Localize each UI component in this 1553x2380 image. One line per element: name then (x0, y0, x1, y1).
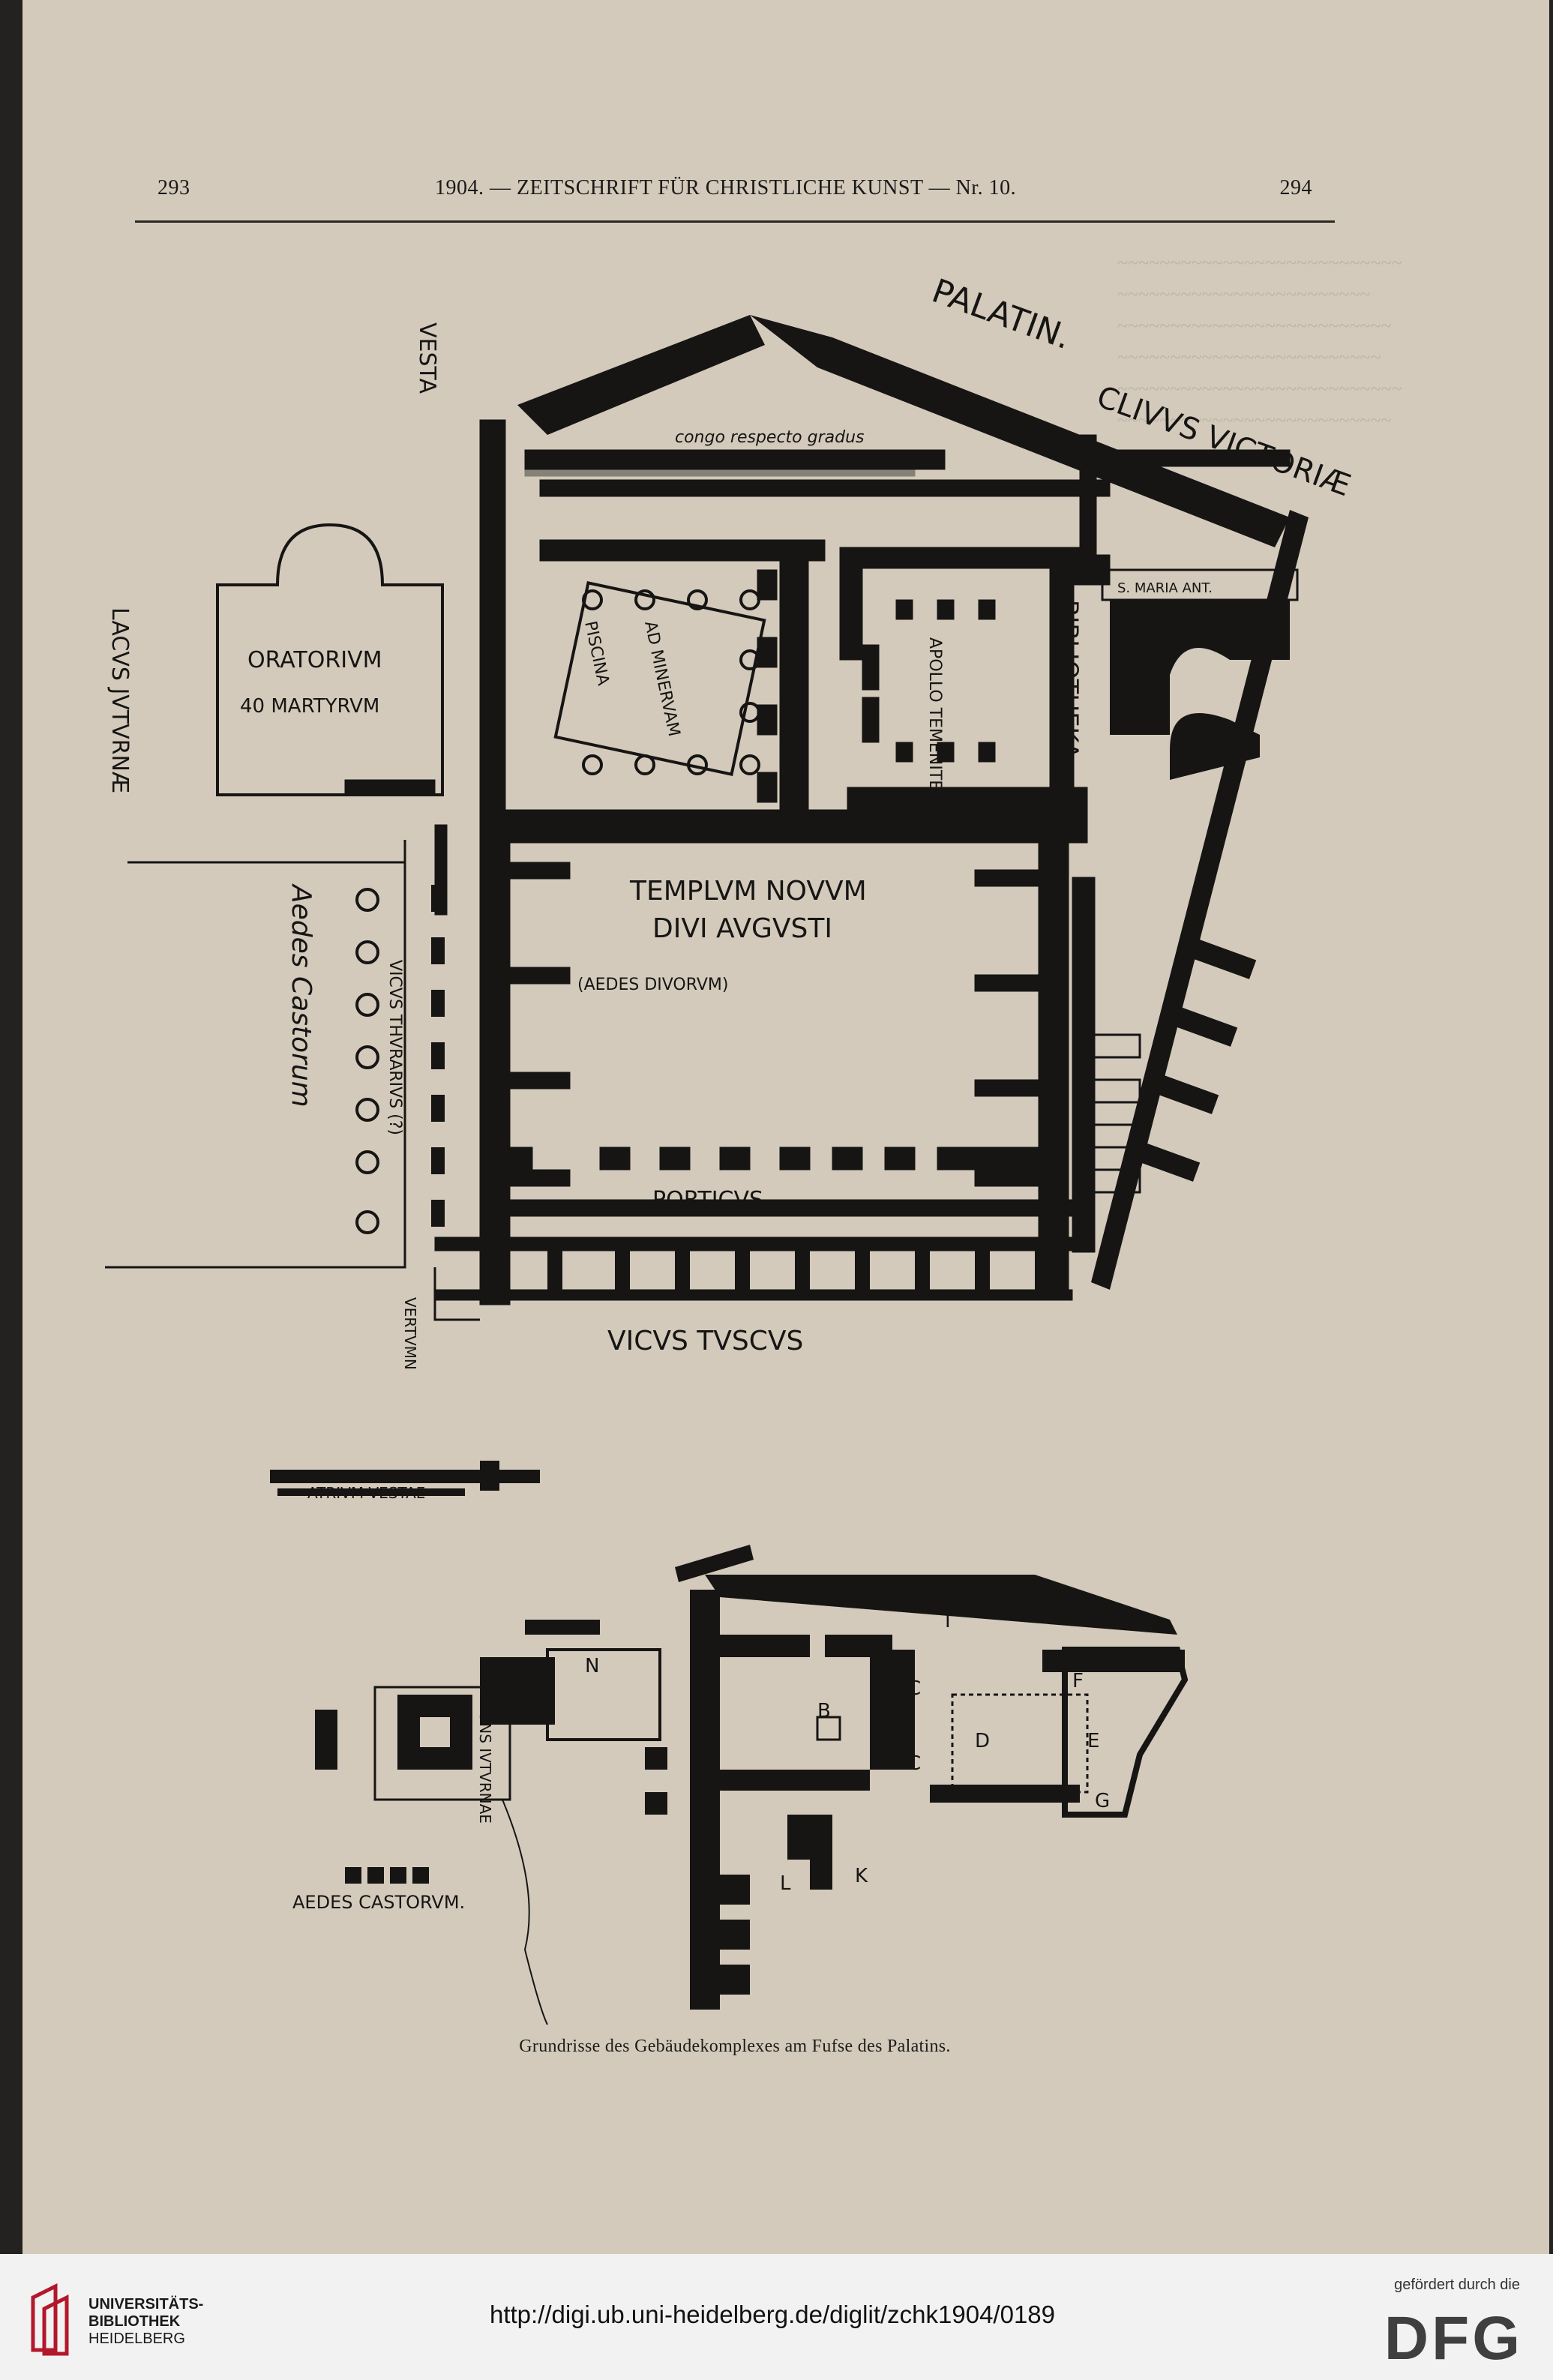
svg-text:N: N (585, 1655, 599, 1677)
label-congo-gradus: congo respecto gradus (675, 428, 865, 447)
label-fons-iuturnae: FONS IVTVRNAE (476, 1702, 494, 1824)
svg-text:D: D (975, 1730, 990, 1752)
label-divi-augusti: DIVI AVGVSTI (652, 913, 832, 944)
bleed-through-text-right: ~~~~~~~~~~~~~~~~~~~~~~~~~~~ ~~~~~~~~~~~~… (1117, 252, 1402, 431)
label-apollo: APOLLO TEMENITES (925, 637, 944, 801)
page-number-right: 294 (1279, 176, 1312, 199)
label-templum-novum: TEMPLVM NOVVM (629, 876, 867, 907)
svg-text:H: H (975, 1587, 990, 1610)
institution-line-1: UNIVERSITÄTS- (88, 2296, 204, 2313)
svg-text:M: M (735, 1917, 751, 1940)
figure-caption: Grundrisse des Gebäudekomplexes am Fufse… (519, 2037, 951, 2056)
label-40-martyrum: 40 MARTYRVM (240, 695, 379, 718)
label-s-maria: S. MARIA ANT. (1117, 580, 1213, 596)
label-porticus: PORTICVS. (652, 1187, 771, 1213)
svg-text:C: C (907, 1677, 921, 1700)
label-minervam: AD MINERVAM (640, 619, 683, 738)
label-aedes-castorum-2: AEDES CASTORVM. (292, 1892, 465, 1913)
university-library-logo (31, 2283, 69, 2356)
label-vesta: VESTA (414, 322, 440, 394)
label-vicus-thurarius: VICVS THVRARIVS (?) (385, 960, 404, 1135)
palatine-floor-plan: PALATIN. CLIVVS VICTORIÆ VESTA congo res… (105, 271, 1355, 2025)
svg-text:G: G (1095, 1790, 1110, 1812)
running-head: 293 1904. — ZEITSCHRIFT FÜR CHRISTLICHE … (135, 176, 1335, 218)
label-vertumnus: VERTVMN (401, 1297, 419, 1370)
institution-line-2: BIBLIOTHEK (88, 2313, 181, 2330)
label-piscina: PISCINA (580, 619, 613, 687)
permalink-url[interactable]: http://digi.ub.uni-heidelberg.de/diglit/… (489, 2301, 1056, 2328)
label-aedes-castorum: Aedes Castorum (286, 883, 316, 1108)
label-atrium-vestae: ATRIVM VESTAE (307, 1484, 425, 1502)
header-rule (135, 220, 1335, 223)
label-bibliotheka: BIBLIOTHEKA (1055, 600, 1084, 759)
university-library-name: UNIVERSITÄTS- BIBLIOTHEK HEIDELBERG (88, 2296, 203, 2348)
label-aedes-divorum: (AEDES DIVORVM) (577, 976, 728, 994)
label-lacus-juturnae: LACVS JVTVRNÆ (106, 607, 133, 793)
svg-text:E: E (1087, 1730, 1099, 1752)
institution-line-3: HEIDELBERG (88, 2331, 185, 2347)
svg-text:C: C (907, 1752, 921, 1775)
label-oratorium: ORATORIVM (247, 647, 382, 673)
funder-text: gefördert durch die (1394, 2277, 1520, 2293)
svg-text:F: F (1072, 1670, 1084, 1692)
label-palatin: PALATIN. (927, 271, 1076, 357)
svg-text:B: B (817, 1700, 831, 1722)
dfg-logo: DFG (1384, 2304, 1523, 2373)
svg-text:L: L (780, 1872, 791, 1895)
svg-text:K: K (855, 1865, 868, 1887)
label-vicus-tuscus: VICVS TVSCVS (607, 1326, 803, 1356)
scanned-page: ~~~~~~~~~~~~~~~~~~~~~~~~~~~ ~~~~~~~~~~~~… (22, 0, 1549, 2254)
page-number-left: 293 (157, 176, 190, 199)
digitization-footer: UNIVERSITÄTS- BIBLIOTHEK HEIDELBERG http… (0, 2254, 1553, 2380)
journal-title: 1904. — ZEITSCHRIFT FÜR CHRISTLICHE KUNS… (435, 176, 1017, 199)
svg-text:I: I (945, 1610, 951, 1632)
